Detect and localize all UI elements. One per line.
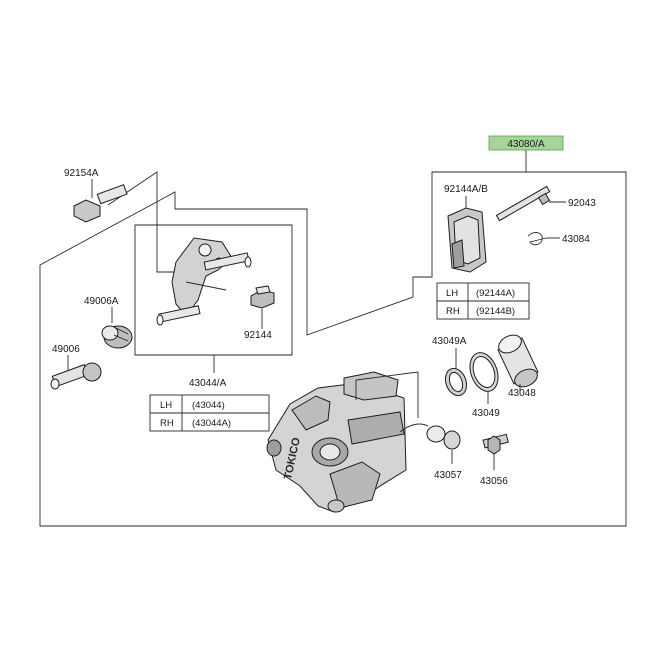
bolt-leader [107,171,175,273]
bracket-table-side-0: LH [160,400,172,411]
pad-table-part-1: (92144B) [476,306,515,317]
bracket-frame [134,224,293,356]
pad-pin-92043 [495,185,551,222]
caliper-body: TOKICO [266,371,419,513]
piston-43048 [497,334,539,388]
bolt-92154a [73,184,128,223]
sleeve-49006 [50,362,102,390]
label-43057: 43057 [434,470,462,481]
label-92043: 92043 [568,198,596,209]
bracket-table: LH (43044) RH (43044A) [149,394,270,432]
pad-table-side-0: LH [446,288,458,299]
main-frame [39,171,627,527]
caliper-bracket [156,237,252,326]
bleeder-valve-43056 [482,433,509,455]
label-92144ab: 92144A/B [444,184,488,195]
label-92144: 92144 [244,330,272,341]
bracket-table-part-0: (43044) [192,400,225,411]
pad-table-part-0: (92144A) [476,288,515,299]
label-43049a: 43049A [432,336,467,347]
pad-spring-92144 [250,285,275,309]
bleeder-cap-43057 [399,423,461,450]
bracket-table-side-1: RH [160,418,174,429]
label-43048: 43048 [508,388,536,399]
label-43056: 43056 [480,476,508,487]
assembly-label: 43080/A [507,139,545,150]
label-92154a: 92154A [64,168,99,179]
label-43044a: 43044/A [189,378,227,389]
brake-pads [447,207,487,273]
label-43084: 43084 [562,234,590,245]
label-49006: 49006 [52,344,80,355]
label-49006a: 49006A [84,296,119,307]
clip-43084 [527,232,547,246]
seal-43049 [469,352,499,392]
seal-43049a [444,367,468,397]
pad-table: LH (92144A) RH (92144B) [436,282,530,320]
bracket-table-part-1: (43044A) [192,418,231,429]
label-43049: 43049 [472,408,500,419]
pad-table-side-1: RH [446,306,460,317]
boot-49006a [101,325,133,349]
